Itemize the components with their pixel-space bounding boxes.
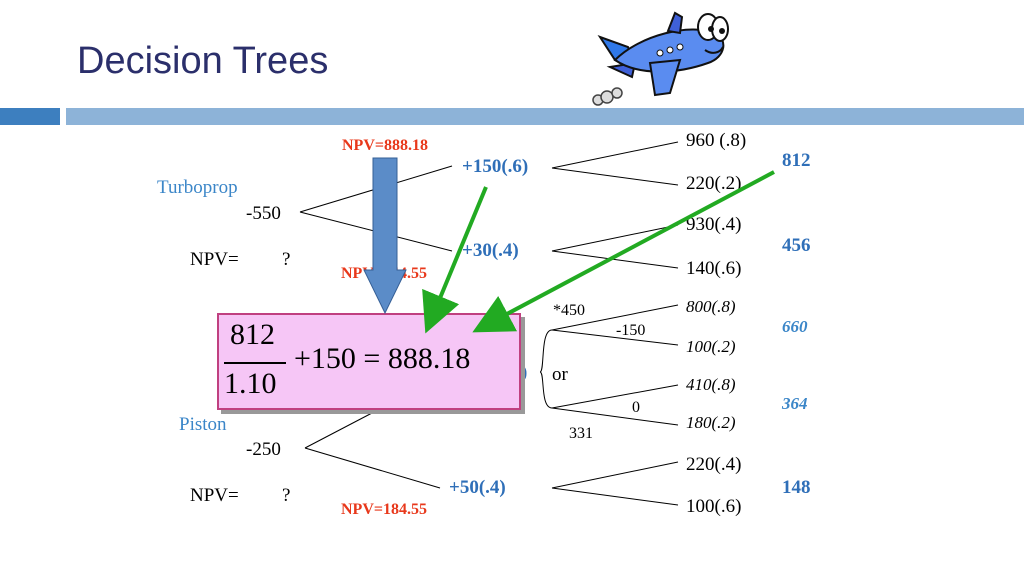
green-arrow-left	[422, 186, 488, 334]
npv-top: NPV=888.18	[342, 137, 428, 154]
formula-numerator: 812	[230, 318, 275, 351]
formula-box	[217, 313, 521, 410]
piston-npv-unknown: ?	[282, 485, 291, 506]
outcome-930: 930(.4)	[686, 214, 742, 235]
middle-minus-150: -150	[616, 322, 646, 339]
branch-partial: )	[521, 362, 528, 383]
outcome-100-b: 100(.6)	[686, 496, 742, 517]
turboprop-npv-label: NPV=	[190, 249, 239, 270]
value-364: 364	[782, 394, 808, 413]
middle-450: *450	[553, 302, 585, 319]
npv-bottom: NPV=184.55	[341, 501, 427, 518]
green-arrow-right	[472, 170, 775, 333]
formula-rest: +150 = 888.18	[294, 342, 471, 375]
outcome-800: 800(.8)	[686, 297, 736, 316]
title-bar-accent	[0, 108, 60, 125]
page-title: Decision Trees	[77, 40, 329, 82]
value-812: 812	[782, 150, 811, 171]
outcome-220-b: 220(.4)	[686, 454, 742, 475]
outcome-220-a: 220(.2)	[686, 173, 742, 194]
middle-zero: 0	[632, 399, 640, 416]
turboprop-npv-unknown: ?	[282, 249, 291, 270]
branch-30: +30(.4)	[462, 240, 519, 261]
piston-cost: -250	[246, 439, 281, 460]
branch-50: +50(.4)	[449, 477, 506, 498]
value-148: 148	[782, 477, 811, 498]
value-660: 660	[782, 317, 808, 336]
turboprop-cost: -550	[246, 203, 281, 224]
outcome-100-a: 100(.2)	[686, 337, 736, 356]
outcome-140: 140(.6)	[686, 258, 742, 279]
formula-denominator: 1.10	[224, 367, 277, 400]
middle-331: 331	[569, 425, 593, 442]
fraction-bar	[224, 362, 286, 364]
blue-down-arrow	[363, 157, 407, 315]
middle-or: or	[552, 364, 568, 385]
outcome-960: 960 (.8)	[686, 130, 747, 151]
piston-label: Piston	[179, 414, 227, 435]
value-456: 456	[782, 235, 811, 256]
turboprop-label: Turboprop	[157, 177, 238, 198]
title-bar	[66, 108, 1024, 125]
outcome-180: 180(.2)	[686, 413, 736, 432]
piston-npv-label: NPV=	[190, 485, 239, 506]
airplane-icon	[592, 11, 729, 106]
branch-150: +150(.6)	[462, 156, 529, 177]
outcome-410: 410(.8)	[686, 375, 736, 394]
